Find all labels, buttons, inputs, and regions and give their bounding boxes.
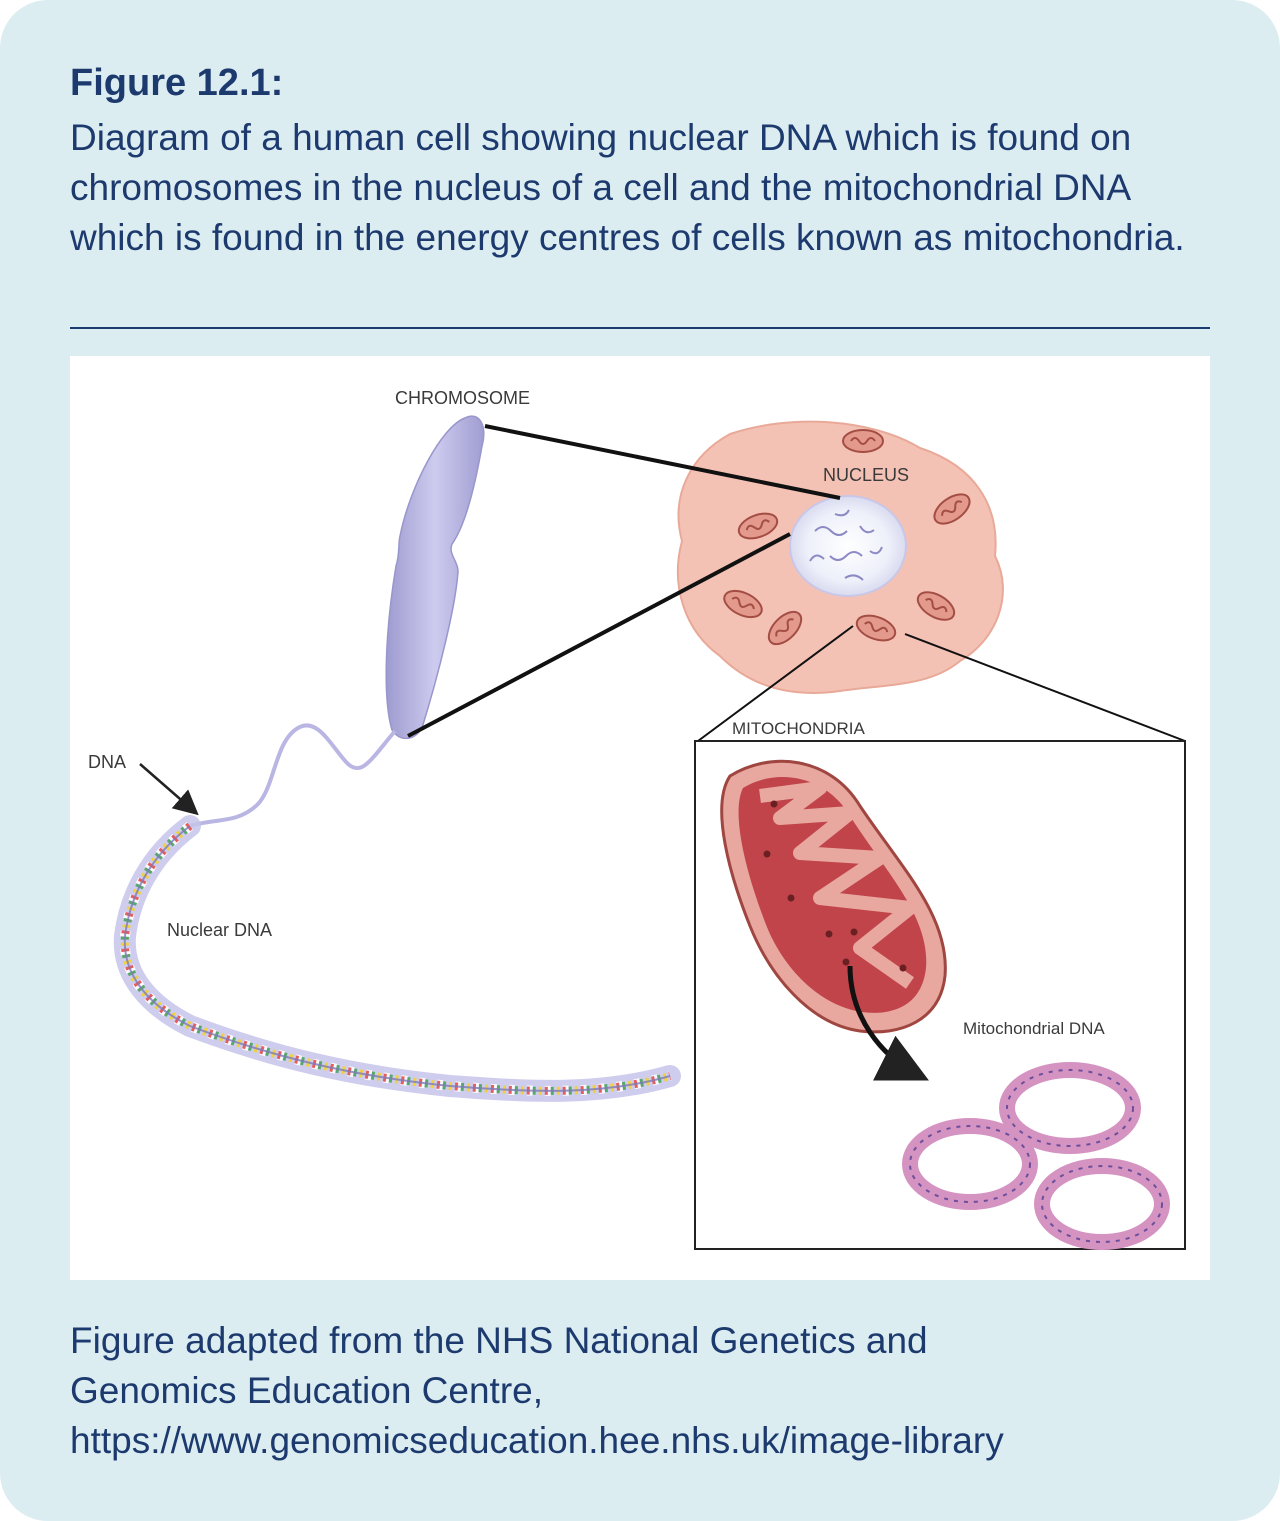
nucleus-label: NUCLEUS (823, 465, 909, 485)
mitochondrial-dna-rings (902, 1062, 1170, 1250)
mitochondria-label: MITOCHONDRIA (732, 719, 866, 738)
figure-title: Figure 12.1: (70, 62, 284, 104)
nucleus (789, 495, 907, 597)
chromosome-label: CHROMOSOME (395, 388, 530, 408)
dna-strand (189, 723, 397, 828)
credit-line-2: Genomics Education Centre, (70, 1370, 544, 1411)
chromosome (385, 415, 485, 740)
mito-dna-arrow (847, 965, 929, 1081)
figure-caption: Diagram of a human cell showing nuclear … (70, 117, 1185, 258)
mitochondrion-large (720, 759, 947, 1034)
zoom-lines (407, 424, 1186, 742)
cell-mitochondria (723, 429, 971, 646)
dna-helix (113, 815, 681, 1102)
figure-credit: Figure adapted from the NHS National Gen… (70, 1316, 1230, 1466)
mitochondrial-dna-label: Mitochondrial DNA (963, 1019, 1105, 1038)
nuclear-dna-label: Nuclear DNA (167, 920, 272, 940)
credit-line-1: Figure adapted from the NHS National Gen… (70, 1320, 928, 1361)
diagram-svg: CHROMOSOME NUCLEUS MITOCHONDRIA DNA Nucl… (88, 388, 1186, 1250)
chromatin (809, 509, 883, 581)
dna-arrow (139, 763, 199, 816)
divider (70, 327, 1210, 329)
credit-url: https://www.genomicseducation.hee.nhs.uk… (70, 1420, 1004, 1461)
dna-label: DNA (88, 752, 126, 772)
cell-diagram: CHROMOSOME NUCLEUS MITOCHONDRIA DNA Nucl… (70, 356, 1210, 1280)
